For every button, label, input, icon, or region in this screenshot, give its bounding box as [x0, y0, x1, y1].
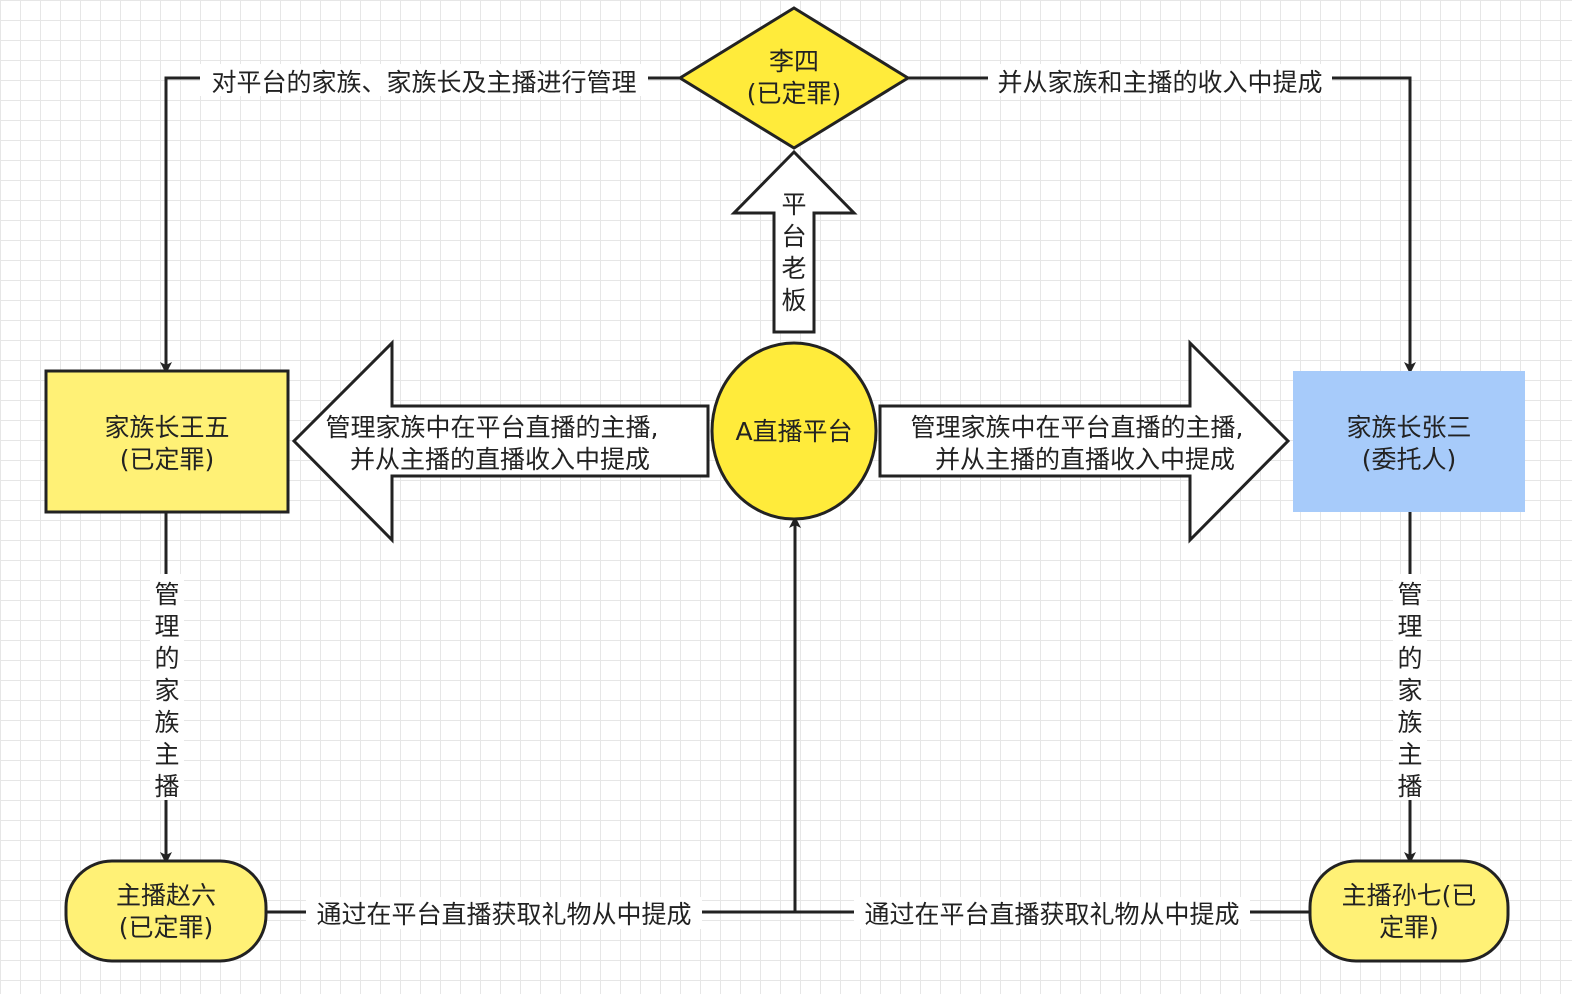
platform-owner-char: 老	[781, 254, 806, 283]
node-zhaoliu[interactable]: 主播赵六 (已定罪)	[64, 859, 268, 963]
zhangsan-manages-char: 的	[1397, 644, 1422, 673]
zhangsan-manages-char: 播	[1397, 772, 1422, 801]
label-bg	[988, 64, 1332, 96]
edge-lisi-to-wangwu	[160, 76, 680, 374]
edge-label-lisi-to-wangwu: 对平台的家族、家族长及主播进行管理	[211, 68, 636, 97]
wangwu-manages-char: 播	[154, 772, 179, 801]
zhangsan-manages-char: 理	[1397, 612, 1422, 641]
wangwu-manages-char: 家	[154, 676, 179, 705]
node-sunqi[interactable]: 主播孙七(已 定罪)	[1308, 859, 1510, 963]
zhangsan-manages-char: 管	[1397, 580, 1422, 609]
node-lisi-shape	[677, 6, 911, 150]
block-arrow-platform-to-zhangsan	[878, 339, 1291, 544]
edge-label-zhaoliu-to-platform: 通过在平台直播获取礼物从中提成	[316, 900, 691, 929]
platform-owner-char: 台	[781, 222, 806, 251]
edge-label-sunqi-to-platform: 通过在平台直播获取礼物从中提成	[864, 900, 1239, 929]
platform-owner-char: 平	[781, 190, 806, 219]
platform-owner-char: 板	[781, 286, 806, 315]
zhangsan-manages-char: 家	[1397, 676, 1422, 705]
edge-label-lisi-to-zhangsan: 并从家族和主播的收入中提成	[997, 68, 1322, 97]
zhangsan-manages-char: 主	[1397, 740, 1422, 769]
edge-label-platform-to-zhangsan-line1: 管理家族中在平台直播的主播,	[911, 413, 1244, 442]
edge-label-platform-to-wangwu-line2: 并从主播的直播收入中提成	[350, 445, 650, 474]
node-zhangsan[interactable]: 家族长张三 (委托人)	[1293, 371, 1525, 512]
node-sunqi-status: 定罪)	[1379, 913, 1439, 942]
node-wangwu[interactable]: 家族长王五 (已定罪)	[44, 369, 290, 514]
wangwu-manages-char: 的	[154, 644, 179, 673]
label-bg	[854, 897, 1250, 929]
node-lisi[interactable]: 李四 (已定罪)	[677, 6, 911, 150]
node-zhaoliu-name: 主播赵六	[116, 881, 216, 910]
label-bg	[306, 897, 702, 929]
node-lisi-status: (已定罪)	[747, 79, 842, 108]
wangwu-manages-char: 管	[154, 580, 179, 609]
zhangsan-manages-char: 族	[1397, 708, 1422, 737]
wangwu-manages-char: 理	[154, 612, 179, 641]
label-bg	[200, 64, 648, 96]
wangwu-manages-char: 族	[154, 708, 179, 737]
node-zhaoliu-shape	[64, 859, 268, 963]
node-lisi-name: 李四	[769, 47, 819, 76]
block-arrow-platform-to-wangwu	[291, 339, 710, 544]
node-platform[interactable]: A直播平台	[710, 341, 878, 521]
node-wangwu-status: (已定罪)	[120, 445, 215, 474]
node-wangwu-name: 家族长王五	[104, 413, 229, 442]
label-bg	[150, 574, 184, 800]
edge-lisi-to-zhangsan	[908, 76, 1416, 374]
wangwu-manages-char: 主	[154, 740, 179, 769]
node-sunqi-name: 主播孙七(已	[1342, 881, 1477, 910]
node-zhangsan-shape	[1293, 371, 1525, 512]
node-platform-shape	[710, 341, 878, 521]
node-zhangsan-name: 家族长张三	[1346, 413, 1471, 442]
node-platform-name: A直播平台	[735, 417, 852, 446]
node-zhangsan-status: (委托人)	[1362, 445, 1457, 474]
label-bg	[1393, 574, 1427, 800]
node-sunqi-shape	[1308, 859, 1510, 963]
edge-label-platform-to-wangwu-line1: 管理家族中在平台直播的主播,	[326, 413, 659, 442]
node-zhaoliu-status: (已定罪)	[119, 913, 214, 942]
block-arrow-platform-owner	[730, 149, 858, 334]
node-wangwu-shape	[44, 369, 290, 514]
edge-label-platform-to-zhangsan-line2: 并从主播的直播收入中提成	[935, 445, 1235, 474]
